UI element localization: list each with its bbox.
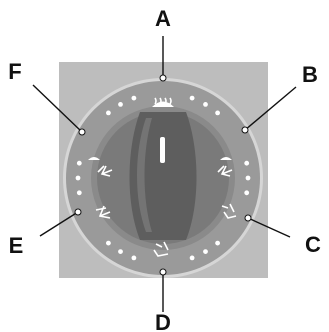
detent-dot (244, 161, 249, 166)
knob-indicator (160, 137, 165, 163)
callout-c-label: C (305, 232, 321, 257)
detent-dot (190, 256, 195, 261)
callout-d-marker (160, 269, 166, 275)
detent-dot (77, 161, 82, 166)
callout-f-label: F (8, 59, 21, 84)
callout-d-label: D (155, 310, 171, 332)
detent-dot (132, 256, 137, 261)
callout-a-label: A (155, 6, 171, 31)
detent-dot (215, 111, 220, 116)
detent-dot (190, 96, 195, 101)
rotary-knob[interactable] (97, 112, 229, 244)
callout-f-marker (79, 129, 85, 135)
detent-dot (76, 176, 81, 181)
detent-dot (215, 241, 220, 246)
detent-dot (118, 249, 123, 254)
detent-dot (106, 241, 111, 246)
detent-dot (77, 190, 82, 195)
callout-a-marker (160, 75, 166, 81)
callout-b-label: B (302, 62, 318, 87)
callout-e-marker (75, 209, 81, 215)
detent-dot (203, 249, 208, 254)
callout-b-marker (242, 127, 248, 133)
detent-dot (246, 176, 251, 181)
callout-e-label: E (9, 233, 24, 258)
detent-dot (106, 111, 111, 116)
detent-dot (203, 102, 208, 107)
detent-dot (244, 190, 249, 195)
detent-dot (132, 96, 137, 101)
detent-dot (118, 102, 123, 107)
callout-c-marker (245, 215, 251, 221)
